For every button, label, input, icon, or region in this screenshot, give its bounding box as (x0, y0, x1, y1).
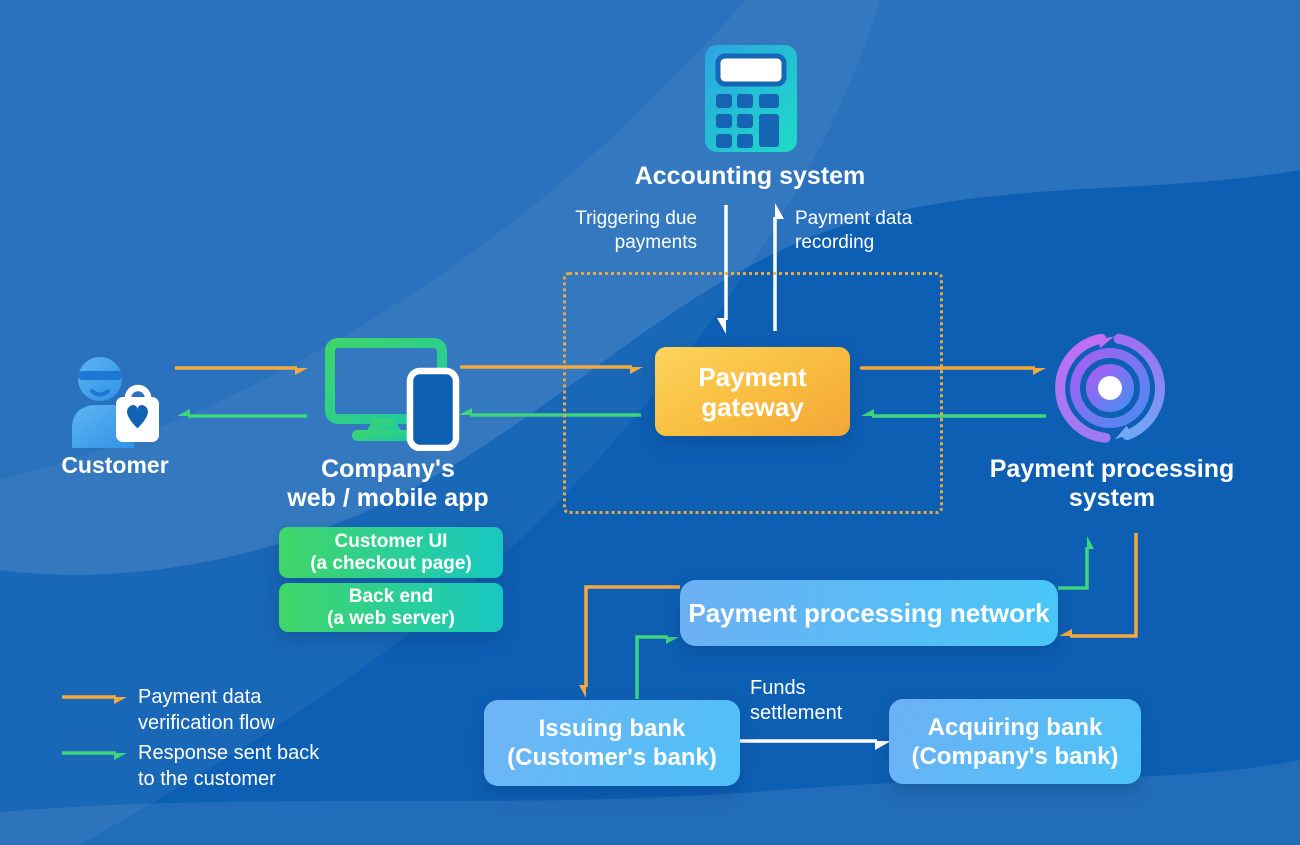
company-app-title: Company's web / mobile app (287, 455, 489, 512)
arrow-network-to-issuing (586, 585, 680, 687)
payment-gateway-label: Payment gateway (698, 361, 807, 422)
phone-icon (406, 367, 460, 451)
node-acquiring-bank: Acquiring bank (Company's bank) (889, 699, 1141, 784)
node-payment-processing-network: Payment processing network (680, 580, 1058, 646)
arrow-network-to-processing (1058, 547, 1087, 590)
processing-network-label: Payment processing network (688, 598, 1050, 628)
legend-payment-flow-label: Payment data verification flow (138, 686, 275, 734)
arrow-issuing-to-network (635, 635, 668, 699)
node-back-end: Back end (a web server) (279, 583, 503, 632)
issuing-bank-label: Issuing bank (Customer's bank) (507, 715, 717, 771)
acquiring-bank-label: Acquiring bank (Company's bank) (911, 713, 1119, 770)
back-end-label: Back end (a web server) (327, 585, 455, 629)
calculator-icon (705, 45, 797, 152)
triggering-due-payments-label: Triggering due payments (575, 208, 697, 253)
legend-response-flow-label: Response sent back to the customer (138, 742, 320, 790)
node-issuing-bank: Issuing bank (Customer's bank) (484, 700, 740, 786)
accounting-system-title: Accounting system (634, 162, 866, 190)
sync-arrows-icon (1055, 333, 1165, 443)
background-top-wave (0, 0, 1300, 575)
monitor-phone-icon (325, 338, 460, 451)
node-payment-gateway: Payment gateway (655, 347, 850, 436)
customer-shopper-icon (72, 357, 159, 448)
funds-settlement-label: Funds settlement (750, 677, 843, 724)
node-customer-ui: Customer UI (a checkout page) (279, 527, 503, 578)
processing-system-title: Payment processing system (989, 455, 1235, 512)
customer-ui-label: Customer UI (a checkout page) (310, 530, 472, 574)
payment-data-recording-label: Payment data recording (795, 208, 913, 253)
arrow-processing-to-network (1070, 533, 1138, 638)
gateway-dotted-region (563, 272, 943, 514)
customer-title: Customer (61, 452, 169, 478)
